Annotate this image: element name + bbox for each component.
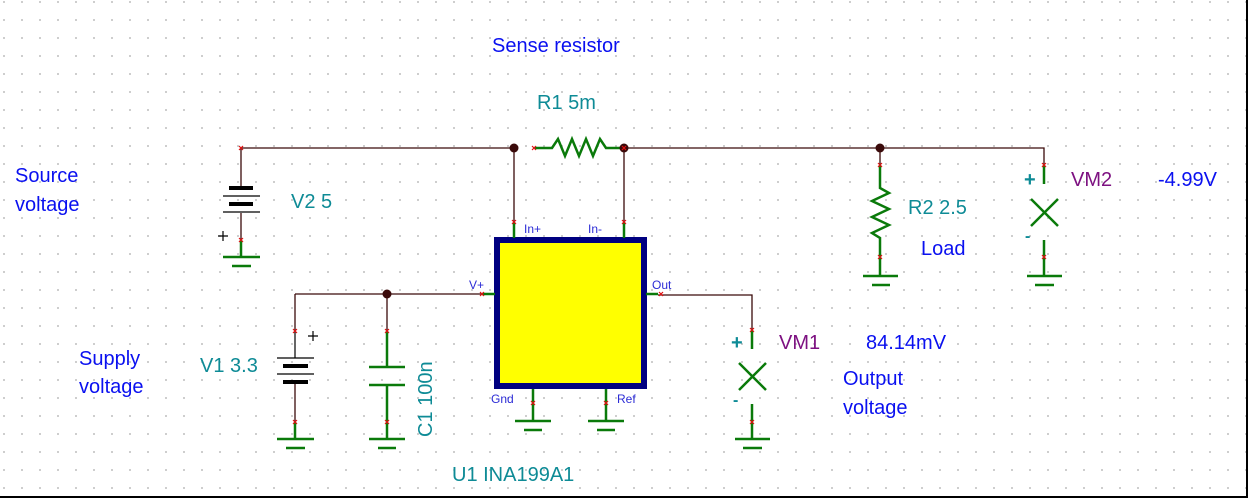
vm1-minus-sign: - bbox=[733, 392, 739, 409]
source-voltage-note-line2: voltage bbox=[15, 194, 80, 216]
battery-v2[interactable] bbox=[218, 186, 260, 241]
terminal-marker-icon bbox=[621, 219, 627, 225]
wire-top-rail[interactable] bbox=[241, 147, 1045, 165]
ground-v2 bbox=[223, 240, 260, 268]
pin-in-plus: In+ bbox=[524, 222, 542, 236]
pin-ref: Ref bbox=[617, 392, 636, 406]
vm2-plus-sign: + bbox=[1024, 169, 1036, 191]
sense-resistor-note: Sense resistor bbox=[492, 35, 620, 57]
terminal-marker-icon bbox=[479, 291, 485, 297]
pin-vplus: V+ bbox=[469, 278, 485, 292]
terminal-markers bbox=[238, 145, 1047, 425]
vm1-label: VM1 bbox=[779, 332, 821, 354]
r1-label: R1 5m bbox=[537, 92, 596, 114]
terminal-marker-icon bbox=[621, 145, 627, 151]
junctions bbox=[382, 143, 885, 299]
vm1-reading: 84.14mV bbox=[866, 332, 947, 354]
wire-out[interactable] bbox=[658, 294, 753, 330]
pin-gnd: Gnd bbox=[491, 392, 514, 406]
terminal-marker-icon bbox=[749, 419, 755, 425]
terminal-marker-icon bbox=[658, 291, 664, 297]
output-voltage-note-line2: voltage bbox=[843, 397, 908, 419]
pin-out: Out bbox=[652, 278, 672, 292]
v1-label: V1 3.3 bbox=[200, 355, 258, 377]
terminal-marker-icon bbox=[531, 145, 537, 151]
vm2-label: VM2 bbox=[1071, 169, 1113, 191]
supply-voltage-note-line1: Supply bbox=[79, 348, 141, 370]
terminal-marker-icon bbox=[603, 400, 609, 406]
terminal-marker-icon bbox=[384, 419, 390, 425]
vm2-minus-sign: - bbox=[1025, 228, 1031, 245]
terminal-marker-icon bbox=[511, 219, 517, 225]
terminal-marker-icon bbox=[238, 145, 244, 151]
terminal-marker-icon bbox=[238, 237, 244, 243]
terminal-marker-icon bbox=[1041, 162, 1047, 168]
terminal-marker-icon bbox=[749, 327, 755, 333]
ina199-chip[interactable] bbox=[482, 222, 658, 432]
c1-label: C1 100n bbox=[415, 361, 437, 437]
terminal-marker-icon bbox=[530, 400, 536, 406]
pin-in-minus: In- bbox=[588, 222, 603, 236]
terminal-marker-icon bbox=[877, 254, 883, 260]
plus-sign-icon bbox=[308, 331, 318, 341]
ground-v1 bbox=[277, 422, 314, 450]
r2-label: R2 2.5 bbox=[908, 197, 967, 219]
terminal-marker-icon bbox=[292, 328, 298, 334]
resistor-r1[interactable] bbox=[535, 135, 624, 160]
battery-v1[interactable] bbox=[277, 331, 318, 384]
plus-sign-icon bbox=[218, 231, 228, 241]
ground-r2 bbox=[863, 257, 898, 287]
voltmeter-vm1[interactable] bbox=[735, 330, 770, 450]
output-voltage-note-line1: Output bbox=[843, 368, 904, 390]
junction-dot bbox=[382, 289, 392, 299]
u1-label: U1 INA199A1 bbox=[452, 464, 575, 486]
v2-label: V2 5 bbox=[291, 191, 333, 213]
terminal-marker-icon bbox=[384, 328, 390, 334]
vm1-plus-sign: + bbox=[731, 332, 743, 354]
junction-dot bbox=[875, 143, 885, 153]
junction-dot bbox=[509, 143, 519, 153]
resistor-r2[interactable] bbox=[869, 165, 892, 257]
load-note: Load bbox=[921, 238, 966, 260]
terminal-marker-icon bbox=[877, 162, 883, 168]
source-voltage-note-line1: Source bbox=[15, 165, 79, 187]
vm2-reading: -4.99V bbox=[1158, 169, 1217, 191]
terminal-marker-icon bbox=[292, 419, 298, 425]
capacitor-c1[interactable] bbox=[369, 331, 405, 450]
wires bbox=[240, 147, 1045, 422]
terminal-marker-icon bbox=[1041, 254, 1047, 260]
supply-voltage-note-line2: voltage bbox=[79, 376, 144, 398]
voltmeter-vm2[interactable] bbox=[1027, 165, 1062, 287]
